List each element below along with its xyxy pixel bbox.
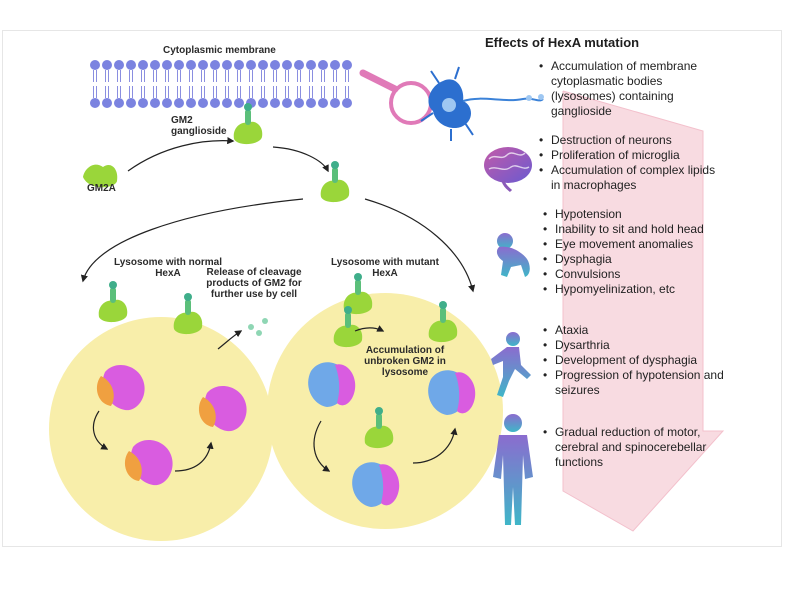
figure-frame: Cytoplasmic membrane GM2 ganglioside GM2… [2,30,782,547]
effect-item: Progression of hypotension and seizures [543,368,739,398]
gm2-on-lysosome-normal [98,281,128,323]
effects-list-adult: Gradual reduction of motor, cerebral and… [543,425,713,470]
lipid-outer [257,59,269,83]
mutant-hexa-enzyme [308,362,356,407]
lipid-inner [161,85,173,109]
crawling-baby-icon [496,233,530,277]
standing-adult-icon [493,414,533,525]
lysosome-normal [49,317,273,541]
effect-item: Proliferation of microglia [539,148,725,163]
lipid-outer [161,59,173,83]
gm2a-label: GM2A [87,183,116,194]
gm2-cleaved [173,293,203,335]
effects-list-lysosomes: Accumulation of membrane cytoplasmatic b… [539,59,717,119]
lipid-outer [269,59,281,83]
lipid-outer [293,59,305,83]
lipid-inner [89,85,101,109]
effect-item: Gradual reduction of motor, cerebral and… [543,425,713,470]
lipid-outer [113,59,125,83]
lipid-inner [173,85,185,109]
effect-item: Accumulation of complex lipids in macrop… [539,163,725,193]
lipid-outer [281,59,293,83]
arrow-to-normal-lysosome [80,198,304,283]
lipid-inner [101,85,113,109]
lipid-inner [233,85,245,109]
effects-list-neurons: Destruction of neurons Proliferation of … [539,133,725,193]
lipid-outer [89,59,101,83]
lipid-outer [173,59,185,83]
cleavage-product [248,324,254,330]
effect-item: Convulsions [543,267,743,282]
lipid-inner [269,85,281,109]
lipid-inner [149,85,161,109]
lipid-inner [185,85,197,109]
effect-item: Accumulation of membrane cytoplasmatic b… [539,59,717,119]
brain-icon [484,147,532,193]
lipid-inner [137,85,149,109]
progression-arrow [563,91,723,531]
effect-item: Dysphagia [543,252,743,267]
effect-item: Hypotension [543,207,743,222]
lipid-outer [209,59,221,83]
lipid-outer [197,59,209,83]
effect-item: Destruction of neurons [539,133,725,148]
lipid-inner [221,85,233,109]
lipid-inner [113,85,125,109]
lipid-outer [329,59,341,83]
lipid-inner [293,85,305,109]
mutant-hexa-enzyme [352,462,400,507]
lipid-inner [281,85,293,109]
lipid-outer [317,59,329,83]
lipid-outer [125,59,137,83]
effect-item: Dysarthria [543,338,739,353]
effect-item: Eye movement anomalies [543,237,743,252]
release-label: Release of cleavage products of GM2 for … [206,267,302,300]
running-child-icon [491,332,531,397]
cleavage-product [262,318,268,324]
lipid-inner [329,85,341,109]
lipid-outer [233,59,245,83]
effects-list-juvenile: Ataxia Dysarthria Development of dysphag… [543,323,739,398]
lipid-inner [317,85,329,109]
lipid-outer [221,59,233,83]
lipid-inner [341,85,353,109]
lipid-inner [125,85,137,109]
arrow-to-mutant-lysosome [364,198,476,293]
cytoplasmic-membrane [89,59,353,109]
gm2-ganglioside-molecule [233,103,263,145]
effect-item: Development of dysphagia [543,353,739,368]
lysosome-normal-label: Lysosome with normal HexA [114,257,222,279]
lipid-outer [341,59,353,83]
lipid-outer [305,59,317,83]
effect-item: Ataxia [543,323,739,338]
lipid-inner [305,85,317,109]
cleavage-product [256,330,262,336]
effects-title: Effects of HexA mutation [485,35,640,50]
neuron-magnifier-icon [359,66,544,141]
diagram-artwork [49,59,725,541]
gm2a-protein [83,164,118,188]
lipid-outer [101,59,113,83]
lipid-inner [197,85,209,109]
lipid-outer [245,59,257,83]
lipid-outer [137,59,149,83]
gm2-ganglioside-label: GM2 ganglioside [171,115,227,137]
lysosome-mutant-label: Lysosome with mutant HexA [331,257,439,279]
arrow-gm2a-to-complex [127,137,235,172]
membrane-label: Cytoplasmic membrane [163,45,276,56]
effects-list-infant: Hypotension Inability to sit and hold he… [543,207,743,297]
effect-item: Hypomyelinization, etc [543,282,743,297]
effect-item: Inability to sit and hold head [543,222,743,237]
lipid-outer [149,59,161,83]
lipid-inner [257,85,269,109]
lipid-inner [209,85,221,109]
lipid-outer [185,59,197,83]
arrow-complex-down [272,146,329,173]
accumulation-label: Accumulation of unbroken GM2 in lysosome [364,345,446,378]
